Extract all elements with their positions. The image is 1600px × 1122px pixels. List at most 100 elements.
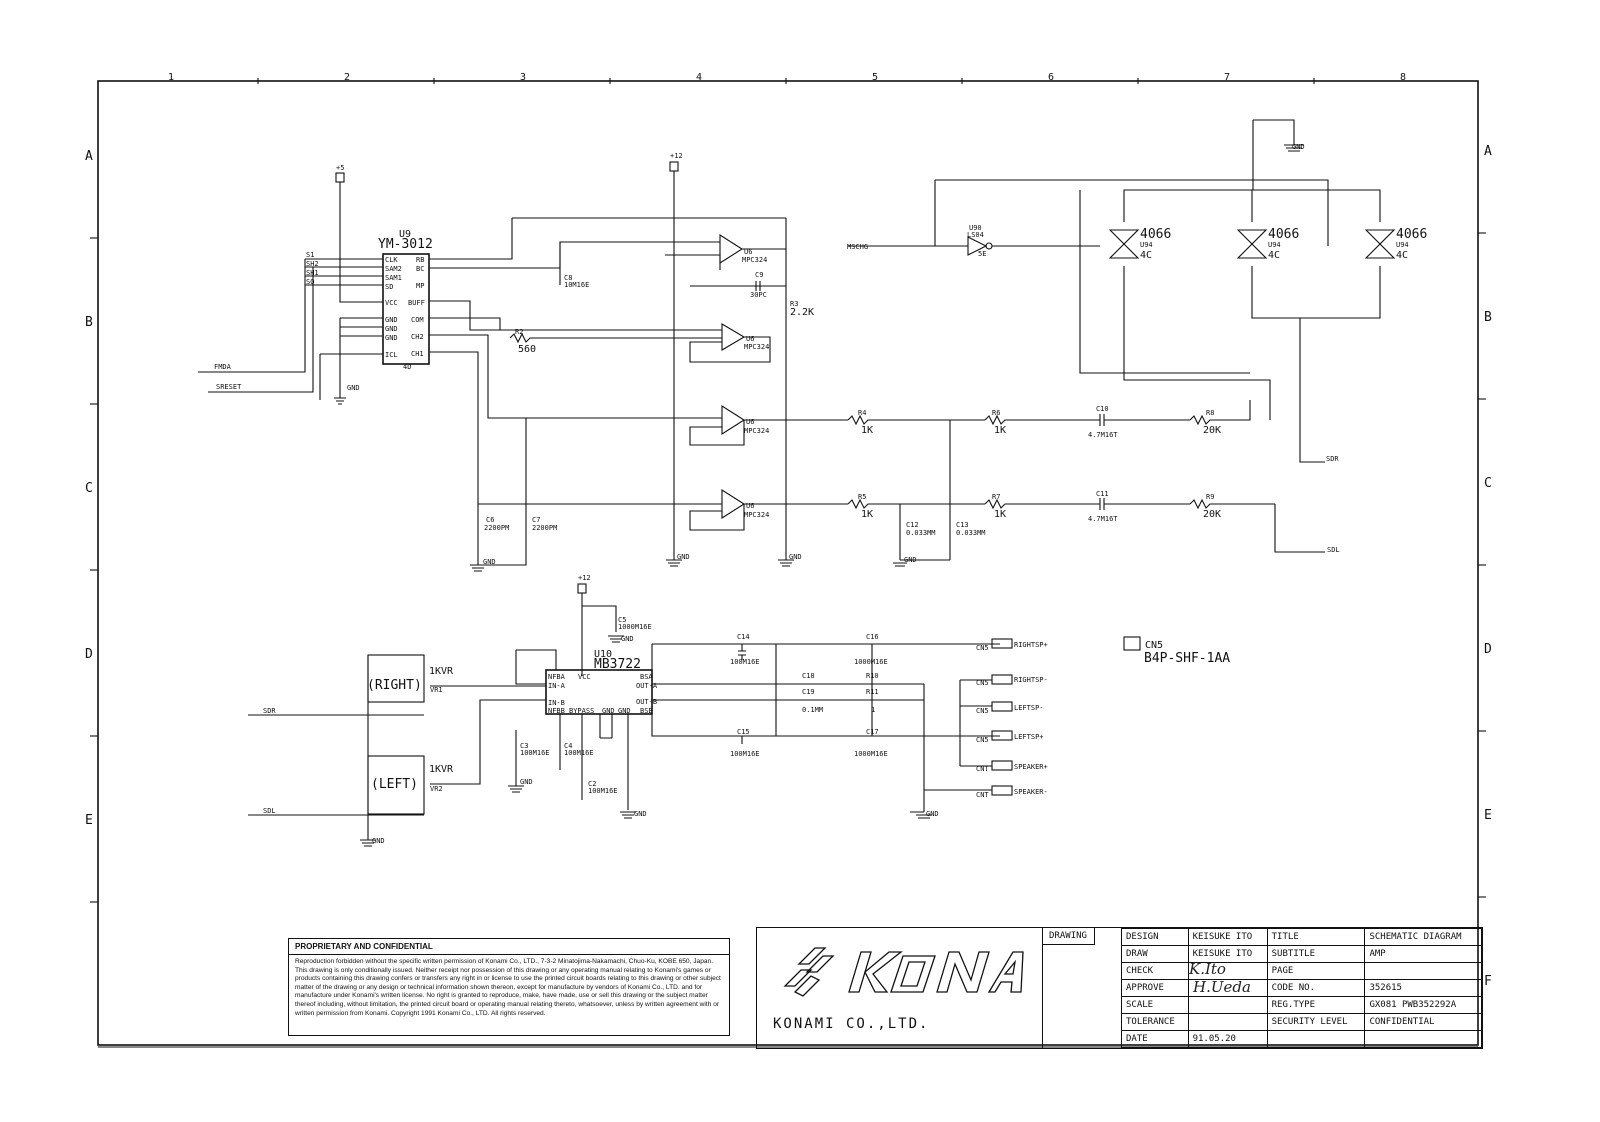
row-label: D: [85, 647, 93, 662]
svg-text:CH1: CH1: [411, 350, 424, 358]
svg-text:1K: 1K: [861, 509, 873, 520]
svg-text:(RIGHT): (RIGHT): [367, 678, 422, 693]
svg-text:GND: GND: [385, 334, 398, 342]
col-label: 7: [1224, 72, 1230, 83]
svg-text:+5: +5: [336, 164, 344, 172]
svg-text:U6: U6: [746, 335, 754, 343]
svg-text:R7: R7: [992, 493, 1000, 501]
svg-text:1000M16E: 1000M16E: [854, 658, 888, 666]
column-labels: 1 2 3 4 5 6 7 8: [168, 72, 1406, 83]
svg-text:GND: GND: [385, 325, 398, 333]
svg-text:CNT: CNT: [976, 791, 989, 799]
svg-text:4066: 4066: [1140, 227, 1171, 242]
svg-text:GND: GND: [621, 635, 634, 643]
svg-text:NFBB: NFBB: [548, 707, 565, 715]
svg-text:20K: 20K: [1203, 425, 1221, 436]
row-label: E: [85, 813, 93, 828]
svg-text:COM: COM: [411, 316, 424, 324]
check-signature: K.Ito: [1189, 960, 1226, 978]
svg-text:VR2: VR2: [430, 785, 443, 793]
svg-text:U94: U94: [1140, 241, 1153, 249]
svg-text:C3: C3: [520, 742, 528, 750]
svg-text:FMDA: FMDA: [214, 363, 232, 371]
col-label: 2: [344, 72, 350, 83]
svg-text:U6: U6: [746, 418, 754, 426]
svg-text:U10: U10: [594, 649, 612, 660]
svg-text:LEFTSP-: LEFTSP-: [1014, 704, 1044, 712]
svg-text:MPC324: MPC324: [744, 343, 769, 351]
svg-text:MP: MP: [416, 282, 424, 290]
svg-text:GND: GND: [904, 556, 917, 564]
col-label: 4: [696, 72, 702, 83]
svg-text:1000M16E: 1000M16E: [854, 750, 888, 758]
opamp-1: [719, 233, 744, 265]
svg-text:2200PM: 2200PM: [484, 524, 509, 532]
row-label: B: [85, 315, 93, 330]
svg-text:CH2: CH2: [411, 333, 424, 341]
row-label: C: [1484, 476, 1492, 491]
svg-text:4D: 4D: [403, 363, 411, 371]
row-label: C: [85, 481, 93, 496]
svg-text:0.033MM: 0.033MM: [956, 529, 986, 537]
svg-text:BYPASS: BYPASS: [569, 707, 594, 715]
svg-text:CNT: CNT: [976, 765, 989, 773]
svg-text:RIGHTSP-: RIGHTSP-: [1014, 676, 1048, 684]
svg-text:U6: U6: [746, 502, 754, 510]
svg-text:GND: GND: [385, 316, 398, 324]
svg-text:R3: R3: [790, 300, 798, 308]
svg-text:SH2: SH2: [306, 260, 319, 268]
svg-text:4C: 4C: [1140, 250, 1152, 261]
svg-text:U94: U94: [1396, 241, 1409, 249]
svg-text:560: 560: [518, 344, 536, 355]
approve-signature: H.Ueda: [1193, 978, 1251, 996]
svg-text:C2: C2: [588, 780, 596, 788]
svg-text:4.7M16T: 4.7M16T: [1088, 515, 1118, 523]
svg-text:S1: S1: [306, 251, 314, 259]
svg-text:C16: C16: [866, 633, 879, 641]
svg-text:C11: C11: [1096, 490, 1109, 498]
svg-text:C9: C9: [755, 271, 763, 279]
svg-text:BUFF: BUFF: [408, 299, 425, 307]
svg-text:GND: GND: [789, 553, 802, 561]
svg-text:1K: 1K: [994, 425, 1006, 436]
svg-text:GND: GND: [483, 558, 496, 566]
svg-text:SDL: SDL: [1327, 546, 1340, 554]
svg-text:100M16E: 100M16E: [520, 749, 550, 757]
opamp-2: [721, 323, 746, 351]
svg-text:BC: BC: [416, 265, 424, 273]
svg-text:RIGHTSP+: RIGHTSP+: [1014, 641, 1048, 649]
svg-text:CN5: CN5: [1145, 640, 1163, 651]
svg-text:SPEAKER-: SPEAKER-: [1014, 788, 1048, 796]
u9-dac: U9 YM-3012 CLK SAM2 SAM1 SD VCC GND GND …: [198, 164, 433, 405]
svg-text:MB3722: MB3722: [594, 657, 641, 672]
analog-switches: GND MSCHG U90 LS04 5E 4066 U94 4C 4066 U…: [847, 119, 1427, 420]
svg-text:SDR: SDR: [1326, 455, 1339, 463]
svg-text:0.033MM: 0.033MM: [906, 529, 936, 537]
svg-text:C8: C8: [564, 274, 572, 282]
confidentiality-notice: PROPRIETARY AND CONFIDENTIAL Reproductio…: [288, 938, 730, 1036]
col-label: 8: [1400, 72, 1406, 83]
svg-text:IN-B: IN-B: [548, 699, 565, 707]
svg-text:2.2K: 2.2K: [790, 307, 814, 318]
u9-body: [382, 253, 430, 365]
svg-text:1KVR: 1KVR: [429, 666, 454, 677]
svg-text:RB: RB: [416, 256, 424, 264]
svg-text:VCC: VCC: [385, 299, 398, 307]
svg-text:+12: +12: [670, 152, 683, 160]
row-label: F: [1484, 974, 1492, 989]
svg-text:GND: GND: [347, 384, 360, 392]
svg-text:MSCHG: MSCHG: [847, 243, 868, 251]
svg-text:LS04: LS04: [967, 231, 984, 239]
svg-text:2200PM: 2200PM: [532, 524, 557, 532]
svg-text:C19: C19: [802, 688, 815, 696]
svg-text:R10: R10: [866, 672, 879, 680]
row-ticks: [90, 232, 1486, 903]
drawing-label: DRAWING: [1042, 928, 1095, 945]
switch-2: [1236, 229, 1268, 259]
svg-text:GND: GND: [602, 707, 615, 715]
svg-text:C10: C10: [1096, 405, 1109, 413]
u10-body: [545, 669, 653, 715]
svg-text:SAM1: SAM1: [385, 274, 402, 282]
opamp-4: [721, 488, 746, 520]
